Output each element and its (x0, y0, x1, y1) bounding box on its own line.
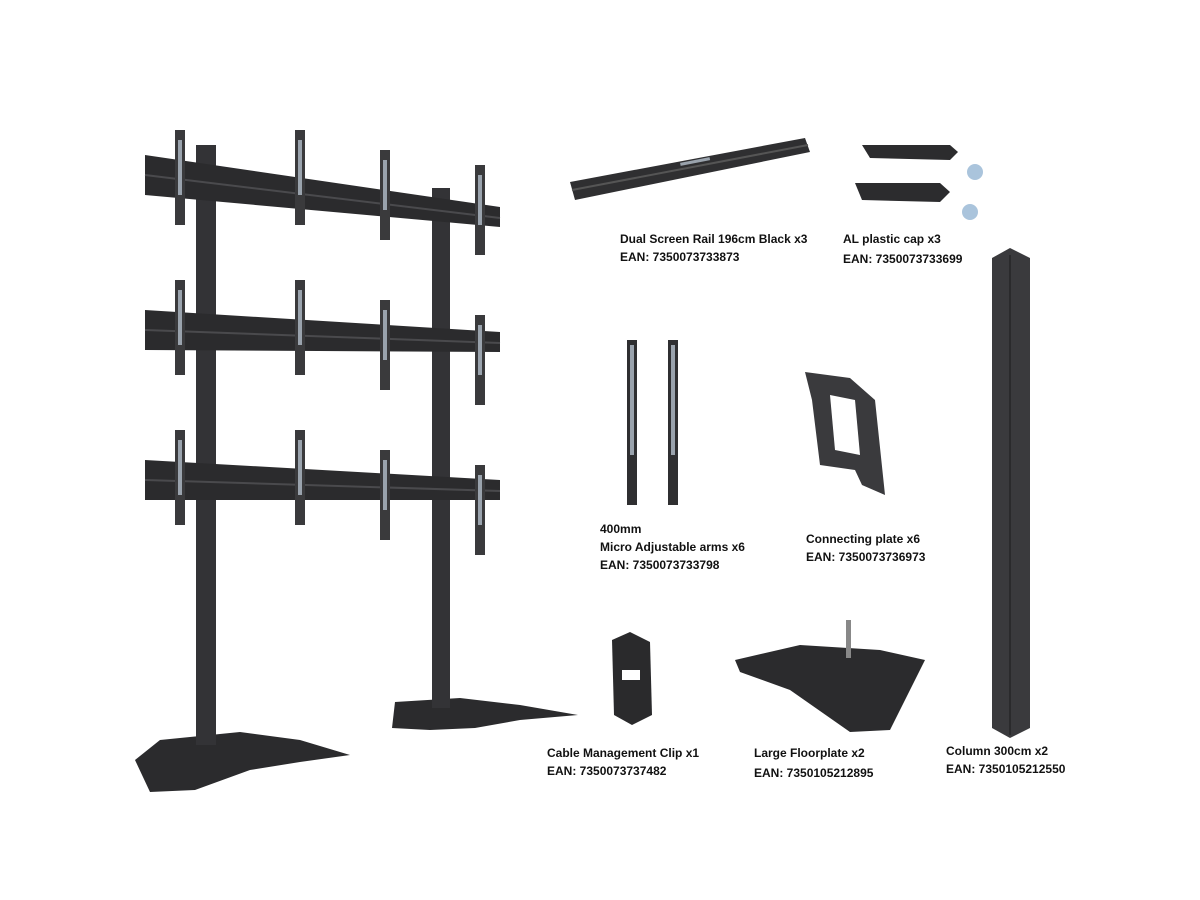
adjustable-arms-icon (627, 340, 678, 505)
arm-highlight (298, 290, 302, 345)
rail-groove (144, 174, 501, 219)
arm-highlight (383, 160, 387, 210)
column-right (432, 188, 450, 708)
part-name: Cable Management Clip x1 (547, 746, 700, 760)
arm-highlight (478, 325, 482, 375)
part-ean: EAN: 7350073737482 (547, 764, 667, 778)
arm-highlight (478, 475, 482, 525)
arm-highlight (298, 440, 302, 495)
arm-highlight (478, 175, 482, 225)
arm-highlight (383, 310, 387, 360)
part-label-clip: Cable Management Clip x1 EAN: 7350073737… (547, 744, 699, 780)
arm-highlight (178, 440, 182, 495)
part-size: 400mm (600, 522, 642, 536)
part-name: Dual Screen Rail 196cm Black x3 (620, 232, 808, 246)
rail-part-icon (570, 138, 810, 200)
part-name: Micro Adjustable arms x6 (600, 540, 745, 554)
floorplate-right (392, 698, 578, 730)
part-ean: EAN: 7350105212550 (946, 762, 1066, 776)
arm-highlight (383, 460, 387, 510)
part-name: AL plastic cap x3 (843, 232, 941, 246)
part-ean: EAN: 7350073733873 (620, 250, 740, 264)
part-label-arms: 400mm Micro Adjustable arms x6 EAN: 7350… (600, 520, 745, 574)
part-ean: EAN: 7350073733798 (600, 558, 720, 572)
cable-clip-icon (612, 632, 652, 725)
rail-1 (145, 155, 500, 227)
part-label-plate: Connecting plate x6 EAN: 7350073736973 (806, 530, 925, 566)
arm-highlight (178, 140, 182, 195)
rail-groove (144, 479, 501, 492)
rail-2 (145, 310, 500, 352)
plastic-cap-icon (855, 145, 983, 220)
part-label-cap: AL plastic cap x3 EAN: 7350073733699 (843, 230, 962, 268)
part-label-rail: Dual Screen Rail 196cm Black x3 EAN: 735… (620, 230, 807, 266)
rail-groove (144, 329, 501, 344)
rail-3 (145, 460, 500, 500)
connecting-plate-icon (805, 372, 885, 495)
part-ean: EAN: 7350073733699 (843, 252, 963, 266)
floorplate-left (135, 732, 350, 792)
arm-highlight (178, 290, 182, 345)
large-floorplate-icon (735, 620, 925, 732)
column-part-icon (992, 248, 1030, 738)
assembled-video-wall-stand (135, 130, 578, 792)
part-label-column: Column 300cm x2 EAN: 7350105212550 (946, 742, 1065, 778)
part-label-floorplate: Large Floorplate x2 EAN: 7350105212895 (754, 744, 873, 782)
part-ean: EAN: 7350105212895 (754, 766, 874, 780)
part-name: Connecting plate x6 (806, 532, 921, 546)
arm-highlight (298, 140, 302, 195)
part-name: Column 300cm x2 (946, 744, 1049, 758)
part-name: Large Floorplate x2 (754, 746, 865, 760)
column-left (196, 145, 216, 745)
part-ean: EAN: 7350073736973 (806, 550, 926, 564)
